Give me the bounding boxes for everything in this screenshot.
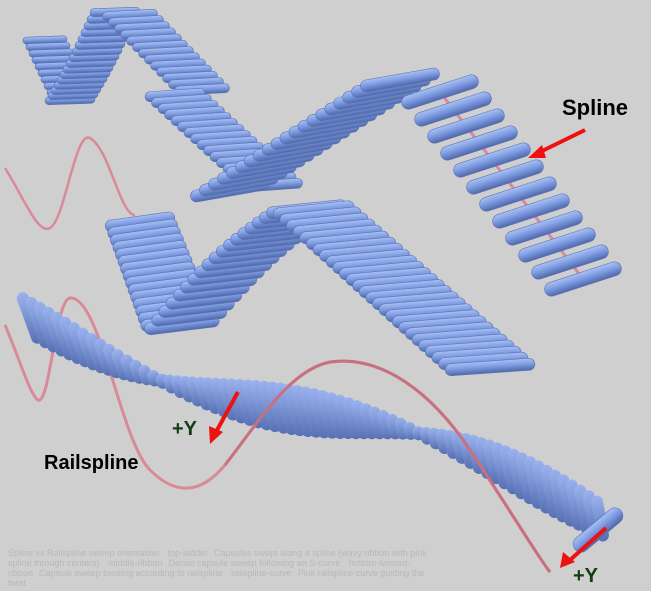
capsule: [466, 159, 544, 195]
object-descriptions: Spline vs Railspline sweep orientation t…: [8, 548, 428, 588]
railspline-upper-curve: [3, 136, 136, 231]
spline-arrow: [528, 128, 586, 158]
end-capsule: [572, 507, 624, 553]
plus-y-label-1: +Y: [172, 418, 198, 440]
object-description: Pink railspline curve guiding the twist: [8, 568, 425, 588]
plus-y-arrow-1: [209, 391, 240, 444]
capsule: [479, 176, 557, 212]
capsule: [531, 244, 609, 280]
capsule: [518, 227, 596, 263]
diagram-title: Spline vs Railspline sweep orientation: [8, 548, 160, 558]
middle-ribbon: [104, 199, 536, 377]
object-description: Capsules swept along a spline (wavy ribb…: [8, 548, 427, 568]
railspline-foreground: [223, 359, 552, 573]
plus-y-arrow-2: [560, 526, 608, 568]
capsule: [544, 261, 622, 297]
top-ladder: [22, 6, 622, 297]
bottom-twisted-ribbon: [16, 292, 624, 553]
plus-y-label-2: +Y: [573, 565, 599, 587]
object-name: top-ladder: [167, 548, 209, 558]
object-name: bottom-twisted-ribbon: [8, 558, 411, 578]
object-name: railspline-curve: [231, 568, 292, 578]
object-name: middle-ribbon: [108, 558, 163, 568]
capsule: [401, 74, 479, 110]
railspline-label: Railspline: [44, 452, 139, 474]
capsule: [440, 125, 518, 161]
capsule: [444, 357, 536, 377]
capsule: [414, 91, 492, 127]
capsule: [492, 193, 570, 229]
spline-label: Spline: [562, 95, 629, 120]
object-description: Dense capsule sweep following an S-curve: [168, 558, 341, 568]
capsule: [505, 210, 583, 246]
capsule: [360, 67, 440, 93]
capsule: [453, 142, 531, 178]
object-description: Capsule sweep twisting according to rail…: [39, 568, 223, 578]
capsule: [427, 108, 505, 144]
